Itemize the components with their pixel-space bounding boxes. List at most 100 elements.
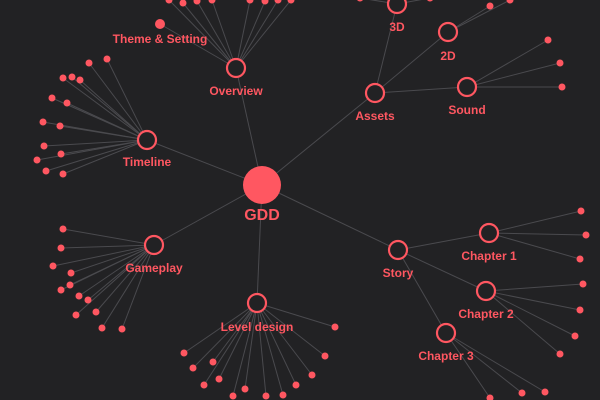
leaf-node-dot[interactable]	[208, 0, 216, 4]
node-circle-level-design[interactable]	[246, 292, 268, 314]
leaf-node-dot[interactable]	[42, 167, 50, 175]
leaf-node-dot[interactable]	[165, 0, 173, 4]
graph-node-chapter-1[interactable]: Chapter 1	[461, 222, 517, 263]
leaf-node-dot[interactable]	[331, 323, 339, 331]
leaf-node-dot[interactable]	[66, 281, 74, 289]
leaf-node-dot[interactable]	[59, 170, 67, 178]
leaf-node-dot[interactable]	[576, 306, 584, 314]
node-circle-3d[interactable]	[386, 0, 408, 15]
leaf-node-dot[interactable]	[486, 2, 494, 10]
leaf-node-dot[interactable]	[76, 76, 84, 84]
leaf-node-dot[interactable]	[541, 388, 549, 396]
leaf-node-dot[interactable]	[57, 286, 65, 294]
leaf-node-dot[interactable]	[68, 73, 76, 81]
leaf-node-dot[interactable]	[85, 59, 93, 67]
node-circle-chapter-3[interactable]	[435, 322, 457, 344]
graph-node-level-design[interactable]: Level design	[221, 292, 294, 334]
leaf-node-dot[interactable]	[40, 142, 48, 150]
node-circle-gameplay[interactable]	[143, 234, 165, 256]
graph-node-gdd[interactable]: GDD	[243, 166, 281, 224]
leaf-node-dot[interactable]	[577, 207, 585, 215]
leaf-node-dot[interactable]	[427, 0, 434, 2]
leaf-node-dot[interactable]	[558, 83, 566, 91]
leaf-node-dot[interactable]	[59, 74, 67, 82]
leaf-node-dot[interactable]	[246, 0, 254, 4]
graph-node-sound[interactable]: Sound	[448, 76, 486, 117]
leaf-nodes-layer	[33, 0, 590, 400]
graph-node-theme[interactable]: Theme & Setting	[113, 19, 208, 46]
graph-node-gameplay[interactable]: Gameplay	[125, 234, 183, 275]
leaf-node-dot[interactable]	[506, 0, 514, 4]
leaf-node-dot[interactable]	[571, 332, 579, 340]
leaf-node-dot[interactable]	[49, 262, 57, 270]
leaf-node-dot[interactable]	[579, 280, 587, 288]
leaf-node-dot[interactable]	[48, 94, 56, 102]
node-circle-2d[interactable]	[437, 21, 459, 43]
node-circle-gdd[interactable]	[243, 166, 281, 204]
graph-node-overview[interactable]: Overview	[209, 57, 263, 98]
edges-layer	[36, 0, 587, 399]
leaf-node-dot[interactable]	[72, 311, 80, 319]
leaf-node-dot[interactable]	[274, 0, 282, 4]
leaf-node-dot[interactable]	[180, 349, 188, 357]
leaf-node-dot[interactable]	[75, 292, 83, 300]
graph-node-chapter-3[interactable]: Chapter 3	[418, 322, 474, 363]
node-label-story: Story	[383, 266, 414, 280]
leaf-node-dot[interactable]	[33, 156, 41, 164]
graph-node-chapter-2[interactable]: Chapter 2	[458, 280, 514, 321]
leaf-node-dot[interactable]	[241, 385, 249, 393]
leaf-node-dot[interactable]	[544, 36, 552, 44]
node-circle-chapter-1[interactable]	[478, 222, 500, 244]
leaf-node-dot[interactable]	[57, 150, 65, 158]
graph-node-story[interactable]: Story	[383, 239, 414, 280]
leaf-node-dot[interactable]	[215, 375, 223, 383]
node-circle-overview[interactable]	[225, 57, 247, 79]
leaf-node-dot[interactable]	[287, 0, 295, 4]
node-circle-sound[interactable]	[456, 76, 478, 98]
edge	[485, 290, 561, 355]
node-circle-chapter-2[interactable]	[475, 280, 497, 302]
edge	[261, 92, 376, 186]
leaf-node-dot[interactable]	[308, 371, 316, 379]
leaf-node-dot[interactable]	[67, 269, 75, 277]
leaf-node-dot[interactable]	[179, 0, 187, 7]
leaf-node-dot[interactable]	[57, 244, 65, 252]
graph-node-assets[interactable]: Assets	[355, 82, 395, 123]
leaf-node-dot[interactable]	[200, 381, 208, 389]
leaf-node-dot[interactable]	[189, 364, 197, 372]
leaf-node-dot[interactable]	[556, 350, 564, 358]
node-circle-story[interactable]	[387, 239, 409, 261]
leaf-node-dot[interactable]	[39, 118, 47, 126]
leaf-node-dot[interactable]	[59, 225, 67, 233]
leaf-node-dot[interactable]	[261, 0, 269, 5]
graph-node-3d[interactable]: 3D	[386, 0, 408, 34]
node-circle-theme[interactable]	[155, 19, 165, 29]
leaf-node-dot[interactable]	[84, 296, 92, 304]
leaf-node-dot[interactable]	[518, 389, 526, 397]
graph-node-timeline[interactable]: Timeline	[123, 129, 172, 169]
leaf-node-dot[interactable]	[582, 231, 590, 239]
edge	[78, 244, 155, 297]
leaf-node-dot[interactable]	[279, 391, 287, 399]
leaf-node-dot[interactable]	[209, 358, 217, 366]
leaf-node-dot[interactable]	[486, 394, 494, 400]
leaf-node-dot[interactable]	[63, 99, 71, 107]
leaf-node-dot[interactable]	[262, 392, 270, 400]
graph-node-2d[interactable]: 2D	[437, 21, 459, 63]
leaf-node-dot[interactable]	[98, 324, 106, 332]
leaf-node-dot[interactable]	[321, 352, 329, 360]
leaf-node-dot[interactable]	[56, 122, 64, 130]
node-circle-assets[interactable]	[364, 82, 386, 104]
leaf-node-dot[interactable]	[103, 55, 111, 63]
leaf-node-dot[interactable]	[92, 308, 100, 316]
leaf-node-dot[interactable]	[292, 381, 300, 389]
edge	[45, 139, 148, 172]
node-circle-timeline[interactable]	[136, 129, 158, 151]
leaf-node-dot[interactable]	[193, 0, 201, 5]
leaf-node-dot[interactable]	[118, 325, 126, 333]
leaf-node-dot[interactable]	[357, 0, 364, 2]
leaf-node-dot[interactable]	[576, 255, 584, 263]
leaf-node-dot[interactable]	[556, 59, 564, 67]
leaf-node-dot[interactable]	[229, 392, 237, 400]
